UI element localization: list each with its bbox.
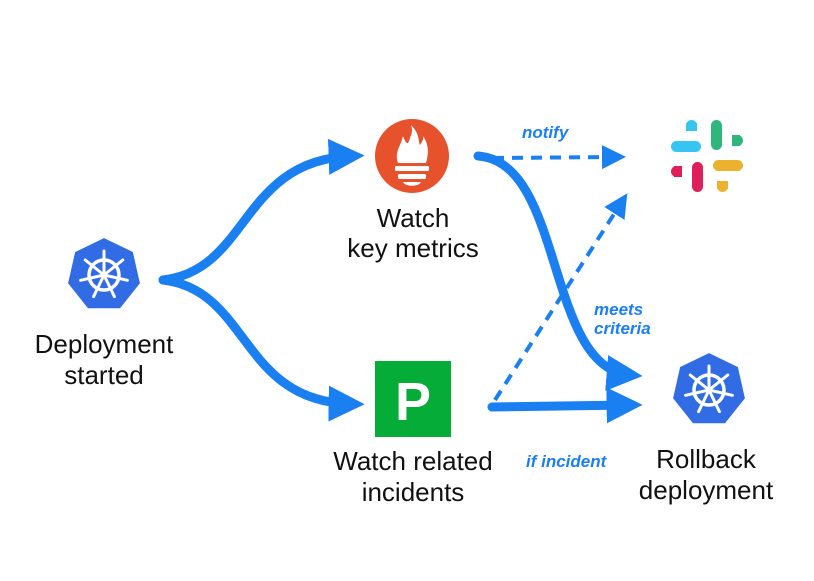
arrow-incidents-to-rollback xyxy=(487,387,643,424)
metrics-label-line2: key metrics xyxy=(347,233,478,263)
deployment-label-line2: started xyxy=(64,360,144,390)
kubernetes-icon xyxy=(65,235,143,311)
pagerduty-icon: P xyxy=(375,361,451,437)
edge-label-criteria: criteria xyxy=(594,319,651,338)
kubernetes-icon xyxy=(670,350,748,426)
dashed-arrow-metrics-to-slack xyxy=(492,145,626,170)
pagerduty-letter: P xyxy=(395,372,431,432)
dashed-arrow-incidents-to-slack xyxy=(493,193,628,402)
edge-label-if-incident: if incident xyxy=(526,452,608,471)
edge-label-meets: meets xyxy=(594,300,643,319)
arrow-metrics-to-rollback xyxy=(473,151,643,391)
prometheus-icon xyxy=(375,119,449,193)
incidents-label-line1: Watch related xyxy=(333,446,492,476)
arrow-deploy-to-metrics xyxy=(158,138,365,285)
arrow-deploy-to-incidents xyxy=(158,275,365,422)
edge-label-notify: notify xyxy=(522,123,570,142)
incidents-label-line2: incidents xyxy=(362,477,465,507)
rollback-label-line1: Rollback xyxy=(656,444,757,474)
rollback-label-line2: deployment xyxy=(639,475,774,505)
slack-icon xyxy=(671,120,743,192)
deployment-label-line1: Deployment xyxy=(35,329,175,359)
metrics-label-line1: Watch xyxy=(377,203,450,233)
